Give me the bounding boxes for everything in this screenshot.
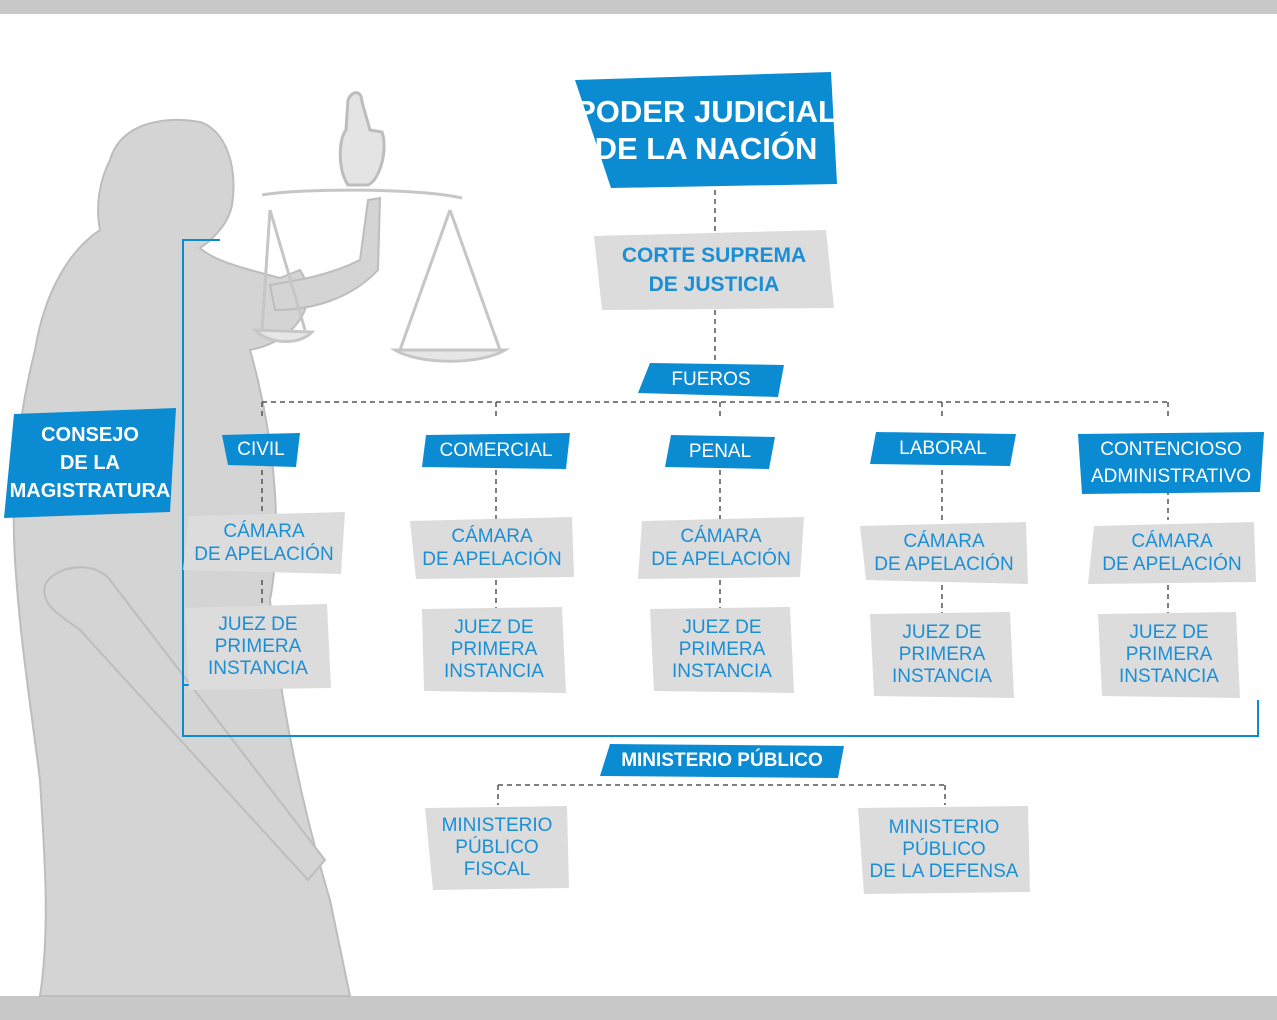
fuero-laboral-label: LABORAL xyxy=(899,438,987,459)
fuero-laboral-tag: LABORAL xyxy=(870,432,1016,466)
camara-civil-box: CÁMARA DE APELACIÓN xyxy=(183,512,345,574)
fuero-comercial-label: COMERCIAL xyxy=(439,440,553,461)
fueros-label: FUEROS xyxy=(671,369,751,390)
top-bar xyxy=(0,0,1277,14)
ministerio-defensa-label: MINISTERIO PÚBLICO DE LA DEFENSA xyxy=(869,817,1019,882)
juez-comercial-box: JUEZ DE PRIMERA INSTANCIA xyxy=(422,607,566,693)
juez-contencioso-label: JUEZ DE PRIMERA INSTANCIA xyxy=(1119,622,1219,687)
fuero-civil-label: CIVIL xyxy=(237,439,285,460)
juez-laboral-box: JUEZ DE PRIMERA INSTANCIA xyxy=(870,612,1014,698)
camara-contencioso-label: CÁMARA DE APELACIÓN xyxy=(1102,531,1242,575)
camara-laboral-label: CÁMARA DE APELACIÓN xyxy=(874,531,1014,575)
camara-laboral-box: CÁMARA DE APELACIÓN xyxy=(860,522,1028,584)
camara-comercial-label: CÁMARA DE APELACIÓN xyxy=(422,526,562,570)
juez-civil-label: JUEZ DE PRIMERA INSTANCIA xyxy=(208,614,308,679)
fuero-comercial-tag: COMERCIAL xyxy=(422,433,570,469)
fuero-penal-label: PENAL xyxy=(688,441,752,462)
bottom-bar xyxy=(0,996,1277,1020)
consejo-label: CONSEJO DE LA MAGISTRATURA xyxy=(9,424,171,502)
camara-contencioso-box: CÁMARA DE APELACIÓN xyxy=(1088,522,1256,584)
camara-civil-label: CÁMARA DE APELACIÓN xyxy=(194,521,334,565)
corte-suprema-label: CORTE SUPREMA DE JUSTICIA xyxy=(621,244,807,296)
corte-suprema-box: CORTE SUPREMA DE JUSTICIA xyxy=(594,230,834,310)
juez-civil-box: JUEZ DE PRIMERA INSTANCIA xyxy=(185,604,331,690)
juez-penal-box: JUEZ DE PRIMERA INSTANCIA xyxy=(650,607,794,693)
fuero-penal-tag: PENAL xyxy=(665,435,775,469)
ministerio-defensa-box: MINISTERIO PÚBLICO DE LA DEFENSA xyxy=(858,806,1030,894)
fueros-tag: FUEROS xyxy=(638,363,784,397)
ministerio-fiscal-box: MINISTERIO PÚBLICO FISCAL xyxy=(425,806,569,890)
juez-comercial-label: JUEZ DE PRIMERA INSTANCIA xyxy=(444,617,544,682)
poder-judicial-box: PODER JUDICIAL DE LA NACIÓN xyxy=(575,72,837,188)
ministerio-publico-label: MINISTERIO PÚBLICO xyxy=(621,750,823,771)
ministerio-publico-tag: MINISTERIO PÚBLICO xyxy=(600,744,844,778)
fuero-contencioso-label: CONTENCIOSO ADMINISTRATIVO xyxy=(1090,439,1252,487)
fuero-contencioso-tag: CONTENCIOSO ADMINISTRATIVO xyxy=(1078,432,1264,494)
poder-judicial-title: PODER JUDICIAL DE LA NACIÓN xyxy=(575,94,837,166)
ministerio-fiscal-label: MINISTERIO PÚBLICO FISCAL xyxy=(441,815,553,880)
consejo-box: CONSEJO DE LA MAGISTRATURA xyxy=(4,408,176,518)
juez-laboral-label: JUEZ DE PRIMERA INSTANCIA xyxy=(892,622,992,687)
fuero-civil-tag: CIVIL xyxy=(222,433,300,467)
camara-penal-label: CÁMARA DE APELACIÓN xyxy=(651,526,791,570)
camara-comercial-box: CÁMARA DE APELACIÓN xyxy=(410,517,574,579)
juez-penal-label: JUEZ DE PRIMERA INSTANCIA xyxy=(672,617,772,682)
juez-contencioso-box: JUEZ DE PRIMERA INSTANCIA xyxy=(1098,612,1240,698)
camara-penal-box: CÁMARA DE APELACIÓN xyxy=(638,517,804,579)
